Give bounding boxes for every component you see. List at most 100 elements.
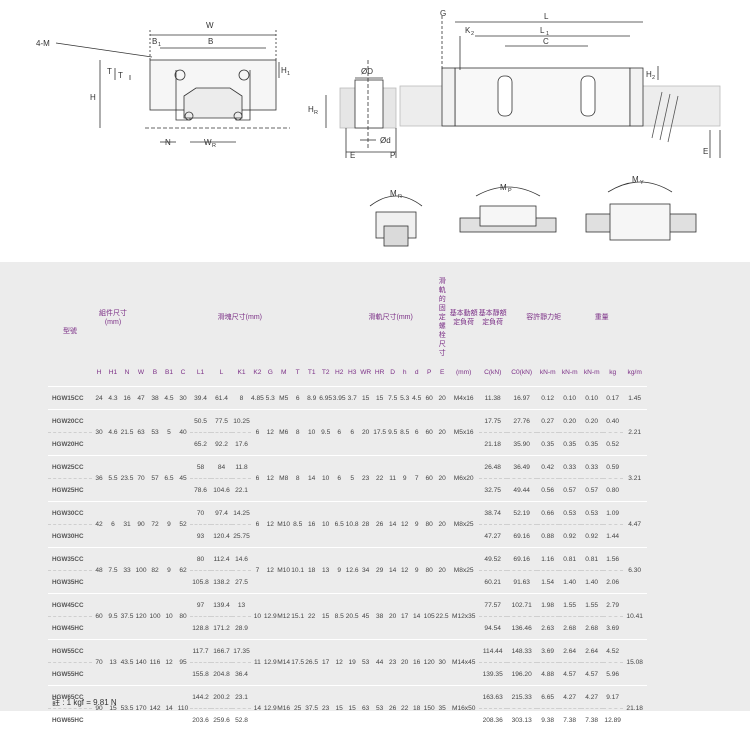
cell-my: 1.40 <box>581 571 603 594</box>
cell-h: 5.3 <box>399 387 411 410</box>
cell-my: 0.92 <box>581 525 603 548</box>
col-header: h <box>399 358 411 387</box>
cell-b: 82 <box>148 548 162 594</box>
spec-table: 型號 組件尺寸 (mm) 滑塊尺寸(mm) 滑軌尺寸(mm) 滑軌的固定螺栓尺寸… <box>48 277 647 731</box>
cell-mp: 2.68 <box>559 617 581 640</box>
cell-k2: 14 <box>251 686 264 731</box>
header-static: 基本靜額定負荷 <box>479 277 507 358</box>
cell-hr: 29 <box>373 548 387 594</box>
cell-t2: 10 <box>319 502 333 548</box>
cell-h: 42 <box>92 502 106 548</box>
cell-mp: 7.38 <box>559 709 581 731</box>
svg-text:H: H <box>90 93 96 102</box>
cell-hr: 22 <box>373 456 387 502</box>
cell-c0: 27.76 <box>507 410 537 433</box>
cell-b1: 14 <box>162 686 176 731</box>
cell-p: 105 <box>423 594 436 640</box>
cell-h3: 20.5 <box>346 594 359 640</box>
cell-l1: 50.5 <box>190 410 211 433</box>
cell-wb: 12.89 <box>603 709 623 731</box>
cell-wr: 34 <box>359 548 373 594</box>
cell-c: 62 <box>176 548 190 594</box>
svg-text:N: N <box>165 138 171 147</box>
col-header: C(kN) <box>479 358 507 387</box>
svg-text:G: G <box>440 9 446 18</box>
cell-wb: 2.79 <box>603 594 623 617</box>
cell-d: 23 <box>387 640 399 686</box>
col-header: C <box>176 358 190 387</box>
cell-wr: 53 <box>359 640 373 686</box>
col-header: G <box>264 358 277 387</box>
cell-cd: 77.57 <box>479 594 507 617</box>
cell-l: 84 <box>211 456 232 479</box>
cell-mp: 4.27 <box>559 686 581 709</box>
cell-model: HGW45CC <box>48 594 92 617</box>
col-header: W <box>134 358 148 387</box>
cell-b1: 9 <box>162 502 176 548</box>
cell-mr: 3.69 <box>537 640 559 663</box>
svg-text:W: W <box>204 138 212 147</box>
cell-k2: 7 <box>251 548 264 594</box>
svg-text:E: E <box>703 147 708 156</box>
cell-hr: 15 <box>373 387 387 410</box>
cell-mr: 1.98 <box>537 594 559 617</box>
svg-text:M: M <box>500 183 507 192</box>
cell-c0: 36.49 <box>507 456 537 479</box>
cell-my: 0.35 <box>581 433 603 456</box>
cell-n: 23.5 <box>120 456 134 502</box>
col-header: K1 <box>232 358 251 387</box>
cell-cd: 11.38 <box>479 387 507 410</box>
cell-l: 61.4 <box>211 387 232 410</box>
cell-h: 8.5 <box>399 410 411 456</box>
cell-m: M12 <box>277 594 291 640</box>
cell-mp: 0.53 <box>559 502 581 525</box>
cell-h3: 3.7 <box>346 387 359 410</box>
cell-d: 14 <box>387 502 399 548</box>
block-cross-section <box>56 30 290 142</box>
cell-cd: 26.48 <box>479 456 507 479</box>
cell-n: 16 <box>120 387 134 410</box>
col-header: B <box>148 358 162 387</box>
cell-wb: 0.59 <box>603 456 623 479</box>
cell-cd: 47.27 <box>479 525 507 548</box>
cell-h: 30 <box>92 410 106 456</box>
col-header: P <box>423 358 436 387</box>
cell-model: HGW25CC <box>48 456 92 479</box>
svg-text:B: B <box>208 37 213 46</box>
cell-model: HGW45HC <box>48 617 92 640</box>
cell-h2: 6 <box>333 410 346 456</box>
cell-g: 12.9 <box>264 686 277 731</box>
cell-mr: 0.66 <box>537 502 559 525</box>
cell-t: 10.1 <box>291 548 305 594</box>
cell-t: 17.5 <box>291 640 305 686</box>
cell-mr: 0.12 <box>537 387 559 410</box>
cell-h3: 6 <box>346 410 359 456</box>
cell-d: 14 <box>387 548 399 594</box>
cell-mp: 0.35 <box>559 433 581 456</box>
svg-text:L: L <box>544 12 549 21</box>
cell-l1: 203.6 <box>190 709 211 731</box>
svg-text:P: P <box>390 151 395 160</box>
header-dynamic: 基本動額定負荷 <box>449 277 479 358</box>
cell-mr: 0.56 <box>537 479 559 502</box>
cell-t: 6 <box>291 387 305 410</box>
cell-l1: 39.4 <box>190 387 211 410</box>
cell-my: 0.57 <box>581 479 603 502</box>
cell-my: 0.20 <box>581 410 603 433</box>
cell-w: 63 <box>134 410 148 456</box>
cell-m: M14 <box>277 640 291 686</box>
cell-cd: 94.54 <box>479 617 507 640</box>
cell-model: HGW20CC <box>48 410 92 433</box>
cell-e: 20 <box>436 456 449 502</box>
cell-p: 60 <box>423 456 436 502</box>
cell-wb: 1.09 <box>603 502 623 525</box>
cell-cd: 208.36 <box>479 709 507 731</box>
cell-c0: 52.19 <box>507 502 537 525</box>
cell-k2: 6 <box>251 456 264 502</box>
cell-mp: 0.81 <box>559 548 581 571</box>
cell-l: 200.2 <box>211 686 232 709</box>
svg-text:R: R <box>314 110 318 116</box>
